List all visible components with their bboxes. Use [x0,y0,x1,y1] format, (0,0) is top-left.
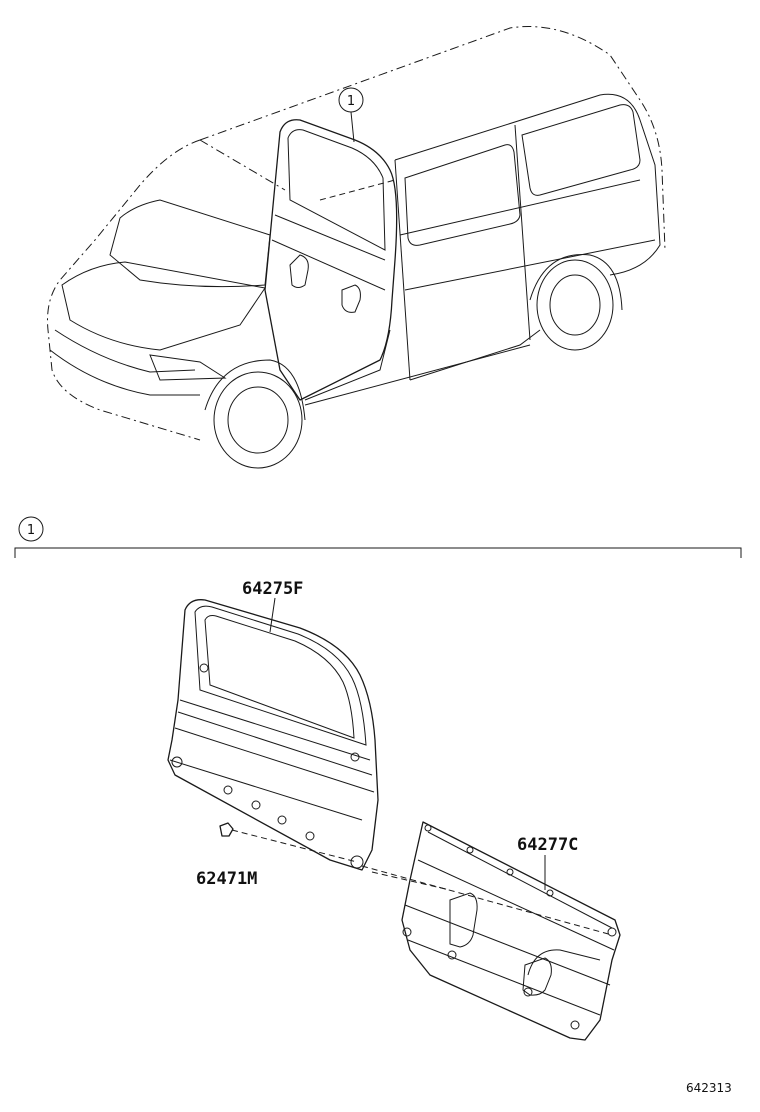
part-64275f-label: 64275F [242,579,303,633]
section-header: 1 [14,516,742,558]
part-code-62471m: 62471M [196,869,257,889]
figure-reference-number: 642313 [686,1081,732,1095]
vehicle-callout: 1 [338,87,364,113]
van-illustration [47,26,666,469]
vehicle-callout-number: 1 [347,94,355,109]
part-64277c-label: 64277C [517,835,578,890]
part-64275f-illustration [167,599,379,871]
part-code-64277c: 64277C [517,835,578,855]
section-callout-number: 1 [27,523,35,538]
part-62471m-illustration [219,822,613,936]
part-64277c-illustration [401,821,621,1041]
part-code-64275f: 64275F [242,579,303,599]
part-62471m-label: 62471M [196,869,257,889]
